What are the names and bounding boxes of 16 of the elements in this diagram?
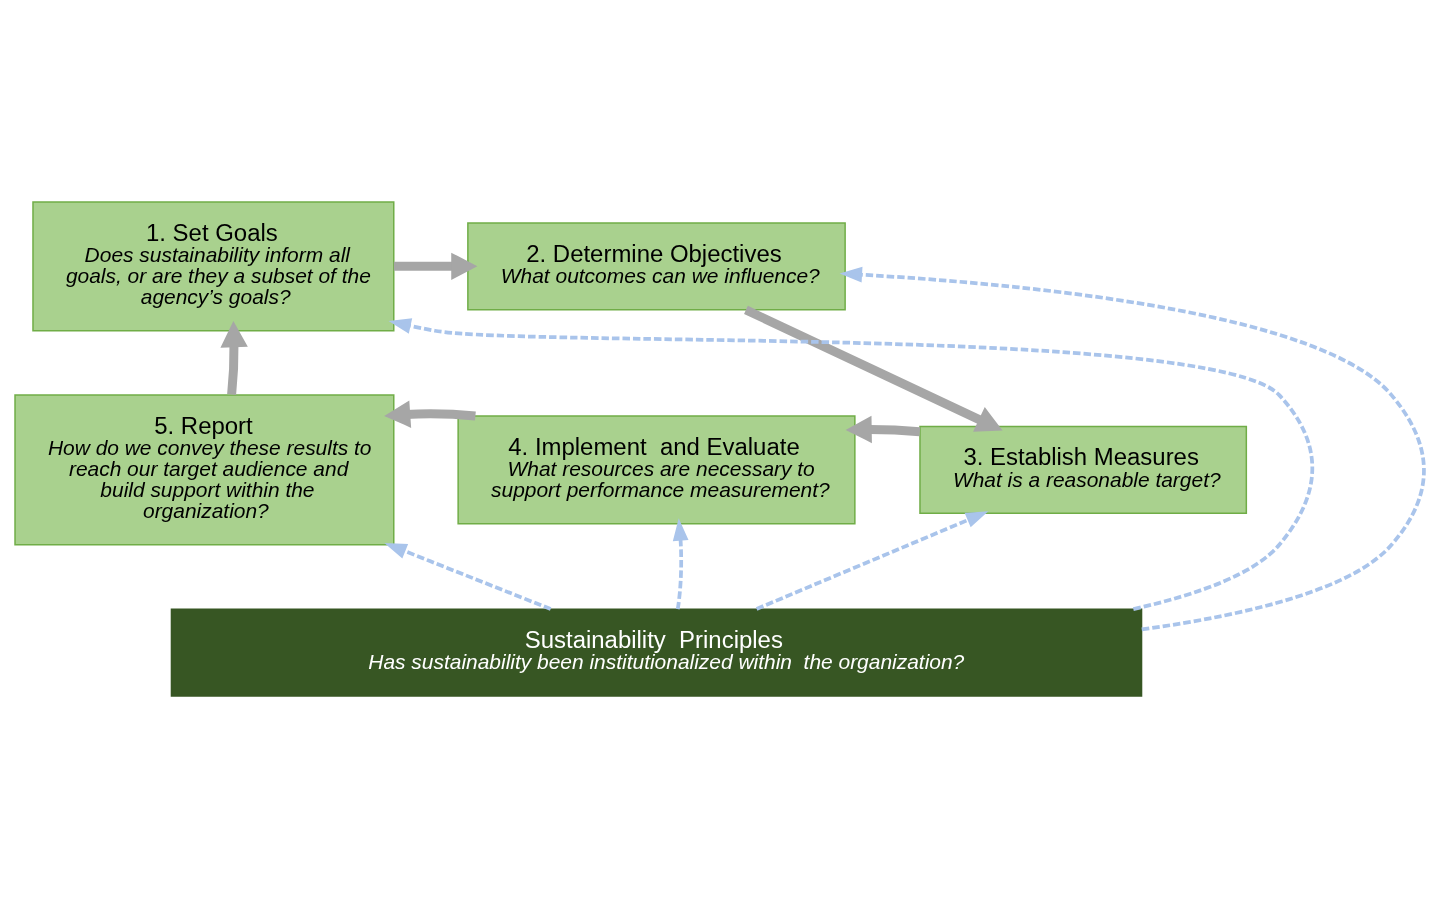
node-box: 5. Report How do we convey these results to reach our target audience and build support within the organization? (14, 394, 395, 546)
arrow (220, 321, 248, 395)
arrow (384, 400, 476, 428)
arrow (393, 252, 478, 281)
node-box: Sustainability Principles Has sustainability been institutionalized within the organization? (170, 608, 1143, 697)
arrow (672, 518, 689, 610)
arrow (384, 542, 552, 611)
arrow (388, 318, 1314, 611)
arrow (755, 511, 989, 611)
node-box: 4. Implement and Evaluate What resources are necessary to support performance measurement? (457, 415, 856, 525)
arrow (744, 305, 1003, 432)
arrow (839, 266, 1426, 632)
node-box: 3. Establish Measures What is a reasonable target? (919, 425, 1248, 515)
node-box: 2. Determine Objectives What outcomes can we influence? (467, 222, 846, 311)
node-box: 1. Set Goals Does sustainability inform all goals, or are they a subset of the agency’s goals? (32, 201, 395, 332)
arrow (845, 415, 921, 444)
